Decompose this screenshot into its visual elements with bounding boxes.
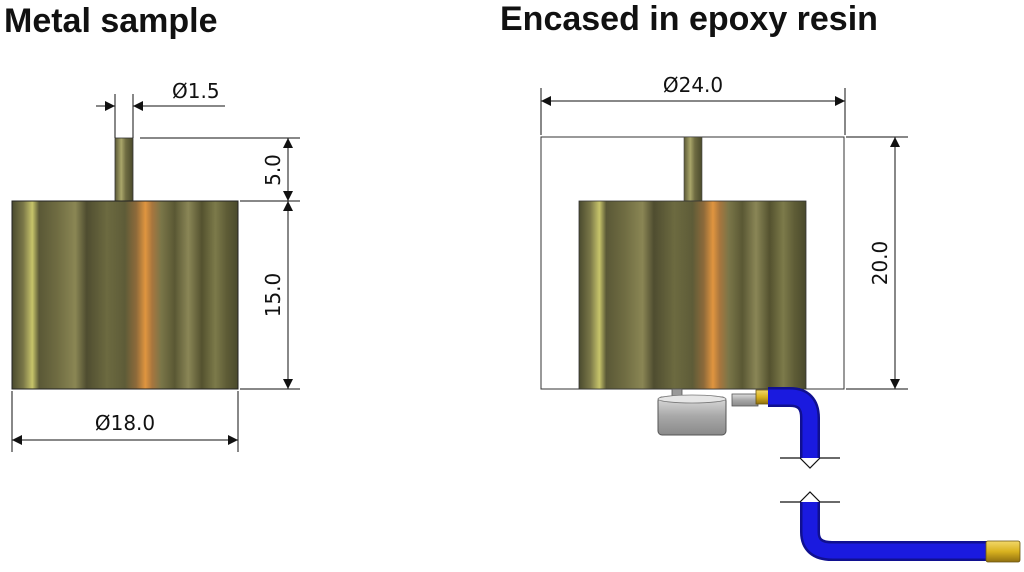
encased-body bbox=[578, 200, 807, 390]
cable-lower bbox=[780, 491, 1021, 563]
resin-height-label: 20.0 bbox=[868, 241, 892, 286]
pin-diameter-label: Ø1.5 bbox=[172, 79, 220, 103]
cable-upper bbox=[768, 387, 840, 469]
resin-diameter-dimension bbox=[540, 88, 846, 135]
sample-pin bbox=[114, 137, 134, 202]
resin-diameter-label: Ø24.0 bbox=[663, 73, 723, 97]
body-diameter-label: Ø18.0 bbox=[95, 411, 155, 435]
title-metal-sample: Metal sample bbox=[4, 2, 218, 40]
sample-body bbox=[11, 200, 239, 390]
encased-pin bbox=[683, 136, 703, 202]
height-dimensions bbox=[140, 137, 300, 390]
body-diameter-dimension bbox=[11, 391, 239, 452]
title-encased-epoxy: Encased in epoxy resin bbox=[500, 0, 878, 38]
encased-sample-drawing: Ø24.0 20.0 bbox=[540, 73, 1021, 563]
cable-tip bbox=[985, 540, 1021, 563]
pin-height-label: 5.0 bbox=[261, 154, 285, 186]
body-height-label: 15.0 bbox=[261, 273, 285, 318]
metal-sample-drawing: Ø1.5 5.0 15.0 Ø18.0 bbox=[11, 79, 300, 452]
pin-diameter-dimension bbox=[96, 94, 225, 138]
resin-height-dimension bbox=[846, 136, 908, 390]
connector-icon bbox=[657, 388, 771, 436]
